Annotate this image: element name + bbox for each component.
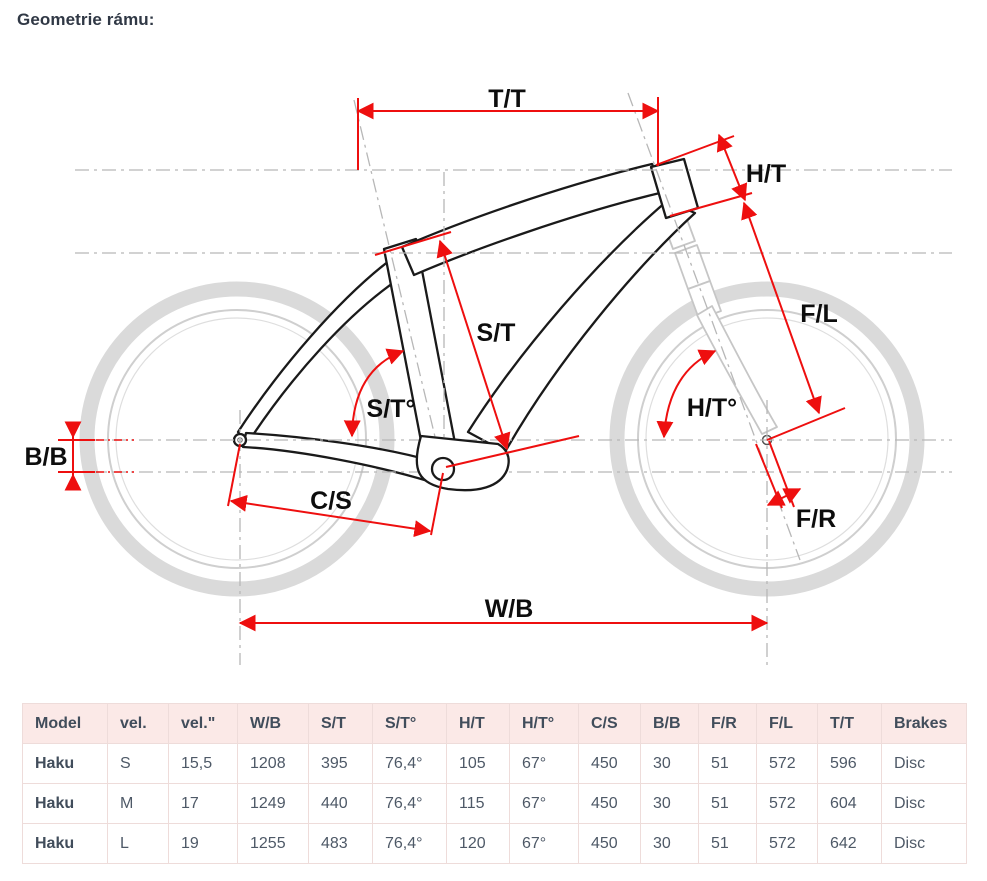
cell-fr: 51 xyxy=(698,743,757,784)
column-header-fl: F/L xyxy=(756,703,818,744)
label-fr: F/R xyxy=(796,505,836,533)
cell-st-angle: 76,4° xyxy=(372,823,447,864)
cell-fr: 51 xyxy=(698,823,757,864)
st-dimension xyxy=(436,239,511,451)
column-header-st-angle: S/T° xyxy=(372,703,447,744)
bottom-bracket xyxy=(430,456,456,482)
column-header-cs: C/S xyxy=(578,703,641,744)
table-body: Haku S 15,5 1208 395 76,4° 105 67° 450 3… xyxy=(22,743,967,864)
table-row-size-l: Haku L 19 1255 483 76,4° 120 67° 450 30 … xyxy=(22,823,967,864)
cell-ht: 115 xyxy=(446,783,510,824)
cell-vel-inch: 15,5 xyxy=(168,743,238,784)
column-header-vel: vel. xyxy=(107,703,169,744)
cell-vel-inch: 17 xyxy=(168,783,238,824)
cell-st-angle: 76,4° xyxy=(372,783,447,824)
cell-tt: 642 xyxy=(817,823,882,864)
column-header-ht-angle: H/T° xyxy=(509,703,579,744)
frame-geometry-diagram: T/T H/T F/L S/T S/T° H/T° B/B C/S F/R W/… xyxy=(24,85,952,665)
column-header-brakes: Brakes xyxy=(881,703,967,744)
cell-model: Haku xyxy=(22,783,108,824)
label-ht-angle: H/T° xyxy=(687,394,737,422)
cell-cs: 450 xyxy=(578,783,641,824)
label-cs: C/S xyxy=(310,487,352,515)
cell-fl: 572 xyxy=(756,783,818,824)
label-st: S/T xyxy=(477,319,516,347)
column-header-vel-inch: vel." xyxy=(168,703,238,744)
cell-brakes: Disc xyxy=(881,743,967,784)
cell-bb: 30 xyxy=(640,783,699,824)
label-wb: W/B xyxy=(485,595,534,623)
fl-dimension xyxy=(741,201,822,415)
label-st-angle: S/T° xyxy=(367,395,416,423)
cell-st: 440 xyxy=(308,783,373,824)
column-header-st: S/T xyxy=(308,703,373,744)
label-bb: B/B xyxy=(24,443,67,471)
fr-dimension xyxy=(766,488,802,506)
column-header-fr: F/R xyxy=(698,703,757,744)
table-row-size-m: Haku M 17 1249 440 76,4° 115 67° 450 30 … xyxy=(22,783,967,824)
cs-dimension xyxy=(229,494,432,538)
table-header: Model vel. vel." W/B S/T S/T° H/T H/T° C… xyxy=(22,703,967,744)
column-header-bb: B/B xyxy=(640,703,699,744)
cell-wb: 1208 xyxy=(237,743,309,784)
table-row-size-s: Haku S 15,5 1208 395 76,4° 105 67° 450 3… xyxy=(22,743,967,784)
page-title: Geometrie rámu: xyxy=(17,10,155,29)
st-extension-top xyxy=(374,231,452,256)
cell-wb: 1255 xyxy=(237,823,309,864)
cell-st: 395 xyxy=(308,743,373,784)
st-extension-bottom xyxy=(445,435,580,468)
fr-tick-axis xyxy=(755,443,783,509)
column-header-ht: H/T xyxy=(446,703,510,744)
cell-st-angle: 76,4° xyxy=(372,743,447,784)
cs-extension-left xyxy=(227,443,241,507)
cell-vel: S xyxy=(107,743,169,784)
ht-extension-top xyxy=(655,135,735,166)
cell-cs: 450 xyxy=(578,743,641,784)
ht-dimension xyxy=(716,133,748,202)
column-header-model: Model xyxy=(22,703,108,744)
column-header-wb: W/B xyxy=(237,703,309,744)
fr-tick-axle xyxy=(768,440,795,508)
seat-tube-axis xyxy=(353,99,444,471)
cell-ht-angle: 67° xyxy=(509,783,579,824)
cell-model: Haku xyxy=(22,743,108,784)
cell-model: Haku xyxy=(22,823,108,864)
cell-bb: 30 xyxy=(640,743,699,784)
cell-tt: 596 xyxy=(817,743,882,784)
header-row: Model vel. vel." W/B S/T S/T° H/T H/T° C… xyxy=(22,703,967,744)
geometry-table: Model vel. vel." W/B S/T S/T° H/T H/T° C… xyxy=(22,703,967,864)
cell-st: 483 xyxy=(308,823,373,864)
column-header-tt: T/T xyxy=(817,703,882,744)
dimension-lines xyxy=(58,97,846,632)
cell-wb: 1249 xyxy=(237,783,309,824)
fl-extension-axle xyxy=(766,407,846,441)
cell-bb: 30 xyxy=(640,823,699,864)
cell-ht-angle: 67° xyxy=(509,823,579,864)
label-tt: T/T xyxy=(488,85,526,113)
cell-vel-inch: 19 xyxy=(168,823,238,864)
cell-brakes: Disc xyxy=(881,823,967,864)
cell-fr: 51 xyxy=(698,783,757,824)
cell-vel: L xyxy=(107,823,169,864)
rear-rim xyxy=(107,309,367,569)
dimension-labels: T/T H/T F/L S/T S/T° H/T° B/B C/S F/R W/… xyxy=(24,85,837,623)
cs-extension-right xyxy=(430,472,444,536)
cell-brakes: Disc xyxy=(881,783,967,824)
label-fl: F/L xyxy=(800,300,838,328)
cell-ht-angle: 67° xyxy=(509,743,579,784)
cell-ht: 105 xyxy=(446,743,510,784)
cell-fl: 572 xyxy=(756,743,818,784)
cell-tt: 604 xyxy=(817,783,882,824)
cell-ht: 120 xyxy=(446,823,510,864)
cell-vel: M xyxy=(107,783,169,824)
cell-fl: 572 xyxy=(756,823,818,864)
rear-rim-inner xyxy=(115,317,359,561)
cell-cs: 450 xyxy=(578,823,641,864)
st-angle-arc xyxy=(343,348,405,438)
ht-angle-arc xyxy=(656,349,717,439)
label-ht: H/T xyxy=(746,160,786,188)
